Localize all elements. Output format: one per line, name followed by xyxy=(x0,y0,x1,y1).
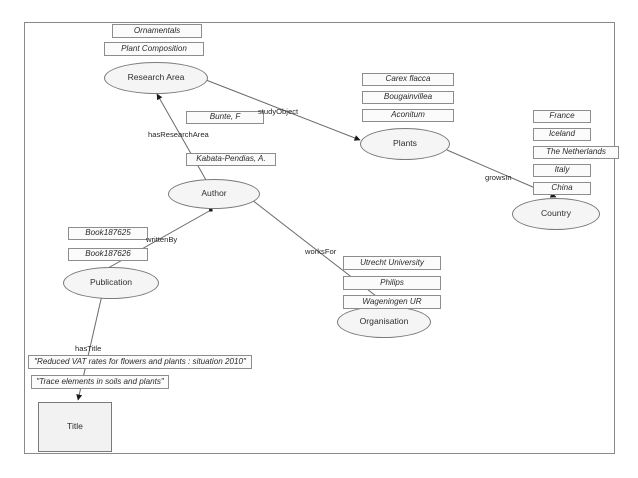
edge-label-text: writtenBy xyxy=(146,235,178,244)
class-node-publication[interactable]: Publication xyxy=(63,267,159,299)
class-node-title[interactable]: Title xyxy=(38,402,112,452)
edge-label-text: hasTitle xyxy=(75,344,102,353)
instance-label: Iceland xyxy=(548,129,576,139)
instance-box-trace-elements-title[interactable]: "Trace elements in soils and plants" xyxy=(31,375,169,389)
edge-label-worksFor: worksFor xyxy=(305,248,336,256)
instance-label: Aconitum xyxy=(391,110,425,120)
instance-label: Philips xyxy=(380,277,404,287)
edge-label-text: worksFor xyxy=(305,247,337,256)
class-node-label: Organisation xyxy=(359,316,409,327)
instance-label: Ornamentals xyxy=(133,25,181,35)
edge-label-text: hasResearchArea xyxy=(148,130,209,139)
instance-box-aconitum[interactable]: Aconitum xyxy=(362,109,454,122)
instance-label: Book187625 xyxy=(85,228,131,238)
instance-label: Plant Composition xyxy=(121,43,187,53)
instance-box-italy[interactable]: Italy xyxy=(533,164,591,177)
instance-label: Book187626 xyxy=(85,249,131,259)
instance-label: Italy xyxy=(554,165,570,175)
class-node-label: Title xyxy=(67,421,83,432)
class-node-label: Plants xyxy=(393,138,417,149)
instance-box-china[interactable]: China xyxy=(533,182,591,195)
edge-label-text: growsIn xyxy=(485,173,512,182)
instance-box-plant-composition[interactable]: Plant Composition xyxy=(104,42,204,56)
edge-label-hasTitle: hasTitle xyxy=(75,345,101,353)
instance-box-carex-flacca[interactable]: Carex flacca xyxy=(362,73,454,86)
instance-box-bunte-f[interactable]: Bunte, F xyxy=(186,111,264,124)
instance-box-wageningen-ur[interactable]: Wageningen UR xyxy=(343,295,441,309)
instance-box-ornamentals[interactable]: Ornamentals xyxy=(112,24,202,38)
instance-label: Wageningen UR xyxy=(362,296,422,306)
instance-box-iceland[interactable]: Iceland xyxy=(533,128,591,141)
instance-label: France xyxy=(549,111,575,121)
class-node-country[interactable]: Country xyxy=(512,198,600,230)
class-node-label: Author xyxy=(201,188,227,199)
instance-label: Bunte, F xyxy=(209,112,241,122)
instance-label: Carex flacca xyxy=(385,74,431,84)
edge-label-hasResearchArea: hasResearchArea xyxy=(148,131,209,139)
instance-box-france[interactable]: France xyxy=(533,110,591,123)
class-node-label: Publication xyxy=(89,277,133,288)
instance-label: Utrecht University xyxy=(360,257,424,267)
edge-label-studyObject: studyObject xyxy=(258,108,298,116)
edge-label-text: studyObject xyxy=(258,107,299,116)
instance-box-bougainvillea[interactable]: Bougainvillea xyxy=(362,91,454,104)
instance-label: China xyxy=(551,183,573,193)
instance-box-philips[interactable]: Philips xyxy=(343,276,441,290)
class-node-label: Country xyxy=(540,208,572,219)
instance-box-reduced-vat-title[interactable]: "Reduced VAT rates for flowers and plant… xyxy=(28,355,252,369)
instance-label: The Netherlands xyxy=(546,147,606,157)
instance-label: Bougainvillea xyxy=(383,92,433,102)
instance-label: Kabata-Pendias, A. xyxy=(196,154,266,164)
instance-label: "Trace elements in soils and plants" xyxy=(36,376,164,386)
class-node-research-area[interactable]: Research Area xyxy=(104,62,208,94)
instance-box-kabata-pendias-a[interactable]: Kabata-Pendias, A. xyxy=(186,153,276,166)
edge-label-writtenBy: writtenBy xyxy=(146,236,177,244)
instance-box-utrecht-university[interactable]: Utrecht University xyxy=(343,256,441,270)
instance-label: "Reduced VAT rates for flowers and plant… xyxy=(34,356,246,366)
class-node-organisation[interactable]: Organisation xyxy=(337,306,431,338)
class-node-plants[interactable]: Plants xyxy=(360,128,450,160)
class-node-author[interactable]: Author xyxy=(168,179,260,209)
class-node-label: Research Area xyxy=(127,72,185,83)
instance-box-book187626[interactable]: Book187626 xyxy=(68,248,148,261)
edge-label-growsIn: growsIn xyxy=(485,174,512,182)
instance-box-book187625[interactable]: Book187625 xyxy=(68,227,148,240)
instance-box-the-netherlands[interactable]: The Netherlands xyxy=(533,146,619,159)
